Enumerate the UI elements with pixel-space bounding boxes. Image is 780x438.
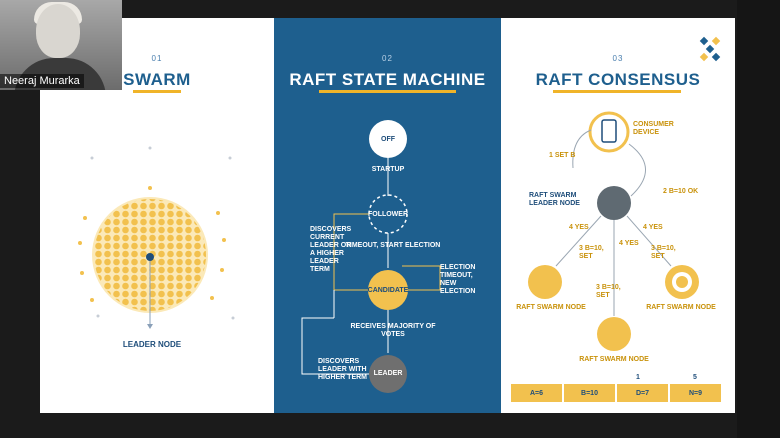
node-left-label: RAFT SWARM NODE bbox=[516, 304, 586, 311]
discovers-leader-label: DISCOVERS LEADER WITH HIGHER TERM bbox=[318, 358, 367, 381]
startup-label: STARTUP bbox=[371, 166, 405, 173]
step-2-label: 2 B=10 OK bbox=[663, 188, 699, 195]
state-candidate: CANDIDATE bbox=[367, 287, 409, 294]
state-follower: FOLLOWER bbox=[367, 211, 409, 218]
title-underline bbox=[133, 90, 181, 93]
election-timeout-label: ELECTION TIMEOUT, NEW ELECTION bbox=[440, 264, 476, 295]
discovers-current-label: DISCOVERS CURRENT LEADER OR A HIGHER LEA… bbox=[310, 226, 352, 273]
shared-slide: 01 SWARM LEADER N bbox=[40, 18, 735, 413]
panel-state-machine: 02 RAFT STATE MACHINE OFF STARTUP FOLLOW… bbox=[274, 18, 501, 413]
panel-number: 03 bbox=[612, 54, 624, 63]
swarm-sphere bbox=[78, 146, 235, 329]
state-machine-diagram bbox=[301, 120, 441, 393]
yes-right: 4 YES bbox=[643, 224, 663, 231]
log-cell: B=10 bbox=[564, 384, 615, 402]
panel-title: RAFT STATE MACHINE bbox=[289, 70, 486, 89]
brand-logo-icon bbox=[699, 36, 721, 62]
b10-right: 3 B=10, SET bbox=[651, 245, 676, 260]
leader-node-label: RAFT SWARM LEADER NODE bbox=[529, 192, 580, 207]
participant-face bbox=[36, 4, 80, 58]
title-underline bbox=[553, 90, 681, 93]
panel-number: 02 bbox=[382, 54, 393, 63]
panel-consensus: 03 RAFT CONSENSUS CONSUMER bbox=[501, 18, 735, 413]
receives-majority-label: RECEIVES MAJORITY OF VOTES bbox=[350, 323, 436, 338]
log-cell: D=7 bbox=[617, 384, 668, 402]
yes-left: 4 YES bbox=[569, 224, 589, 231]
participant-video-tile[interactable]: Neeraj Murarka bbox=[0, 0, 122, 90]
step-1-label: 1 SET B bbox=[549, 152, 576, 159]
window-edge bbox=[737, 0, 780, 438]
log-marker: 1 bbox=[636, 374, 640, 381]
leader-node-label: LEADER NODE bbox=[122, 340, 182, 349]
participant-name: Neeraj Murarka bbox=[0, 74, 84, 88]
title-underline bbox=[319, 90, 456, 93]
phone-icon bbox=[601, 119, 617, 143]
log-cell: A=6 bbox=[511, 384, 562, 402]
timeout-label: TIMEOUT, START ELECTION bbox=[345, 242, 441, 249]
node-right-label: RAFT SWARM NODE bbox=[646, 304, 716, 311]
consumer-device-label: CONSUMER DEVICE bbox=[633, 121, 674, 136]
b10-left: 3 B=10, SET bbox=[579, 245, 604, 260]
b10-middle: 3 B=10, SET bbox=[596, 284, 621, 299]
state-leader: LEADER bbox=[373, 370, 403, 377]
state-off: OFF bbox=[381, 136, 395, 143]
yes-middle: 4 YES bbox=[619, 240, 639, 247]
log-marker: 5 bbox=[693, 374, 697, 381]
consensus-diagram bbox=[528, 36, 721, 351]
panel-number: 01 bbox=[151, 54, 163, 63]
panel-title: SWARM bbox=[123, 70, 191, 89]
node-bottom-label: RAFT SWARM NODE bbox=[579, 356, 649, 363]
log-cell: N=9 bbox=[670, 384, 721, 402]
panel-title: RAFT CONSENSUS bbox=[535, 70, 701, 89]
